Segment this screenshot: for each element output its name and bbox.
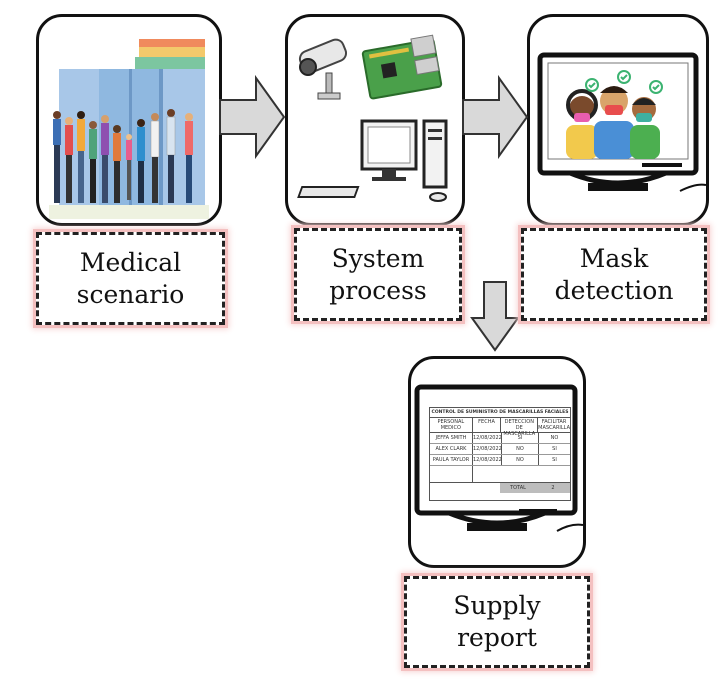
medical-scenario-label: Medical scenario <box>36 232 225 325</box>
report-cell: 12/08/2022 <box>473 444 502 454</box>
report-total-value: 2 <box>536 483 570 493</box>
table-row: JEFFA SMITH 12/08/2022 SI NO <box>430 433 570 444</box>
report-table-header-row: PERSONAL MEDICO FECHA DETECCION DE MASCA… <box>430 418 570 437</box>
table-row-empty <box>430 466 570 483</box>
desktop-computer-icon <box>297 119 448 202</box>
table-row: ALEX CLARK 12/08/2022 NO SI <box>430 444 570 455</box>
system-process-label-text: System process <box>329 243 427 305</box>
report-header-cell: PERSONAL MEDICO <box>430 418 473 432</box>
masked-people-icon <box>566 86 660 159</box>
report-cell: JEFFA SMITH <box>430 433 473 443</box>
report-header-cell: FECHA <box>473 418 502 432</box>
medical-scenario-panel <box>36 14 222 226</box>
mask-detection-panel <box>527 14 709 226</box>
report-header-cell: DETECCION DE MASCARILLA <box>501 418 539 437</box>
arrow-right-2 <box>462 74 529 160</box>
report-cell: NO <box>502 455 539 465</box>
system-process-panel <box>285 14 465 226</box>
report-cell: 12/08/2022 <box>473 433 502 443</box>
report-cell: PAULA TAYLOR <box>430 455 473 465</box>
system-process-illustration <box>297 34 448 202</box>
supply-report-panel: CONTROL DE SUMINISTRO DE MASCARILLAS FAC… <box>408 356 586 568</box>
report-cell: NO <box>550 435 559 441</box>
report-cell: SI <box>552 446 557 452</box>
report-cell: ALEX CLARK <box>430 444 473 454</box>
table-total-row: TOTAL 2 <box>430 483 570 493</box>
system-process-label: System process <box>294 228 462 321</box>
report-table-title: CONTROL DE SUMINISTRO DE MASCARILLAS FAC… <box>430 408 570 418</box>
report-cell: SI <box>552 457 557 463</box>
check-mark-icon <box>585 70 663 94</box>
mask-detection-label-text: Mask detection <box>554 243 674 305</box>
medical-scenario-label-text: Medical scenario <box>76 247 185 309</box>
arrow-right-1 <box>219 74 286 160</box>
mask-detection-label: Mask detection <box>521 228 707 321</box>
people-crowd <box>53 109 193 203</box>
supply-report-table: CONTROL DE SUMINISTRO DE MASCARILLAS FAC… <box>429 407 571 501</box>
supply-report-label-text: Supply report <box>453 591 541 652</box>
security-camera-icon <box>298 38 348 100</box>
circuit-board-icon <box>361 34 443 100</box>
monitor-mask-detection-illustration <box>537 52 706 192</box>
report-cell: NO <box>502 444 539 454</box>
report-header-cell: FACILITAR MASCARILLA <box>538 419 570 431</box>
report-cell: 12/08/2022 <box>473 455 502 465</box>
table-row: PAULA TAYLOR 12/08/2022 NO SI <box>430 455 570 466</box>
report-total-label: TOTAL <box>500 483 536 493</box>
arrow-down <box>470 281 520 352</box>
medical-scenario-illustration <box>49 39 209 219</box>
report-cell: SI <box>502 433 539 443</box>
supply-report-label: Supply report <box>404 576 590 668</box>
